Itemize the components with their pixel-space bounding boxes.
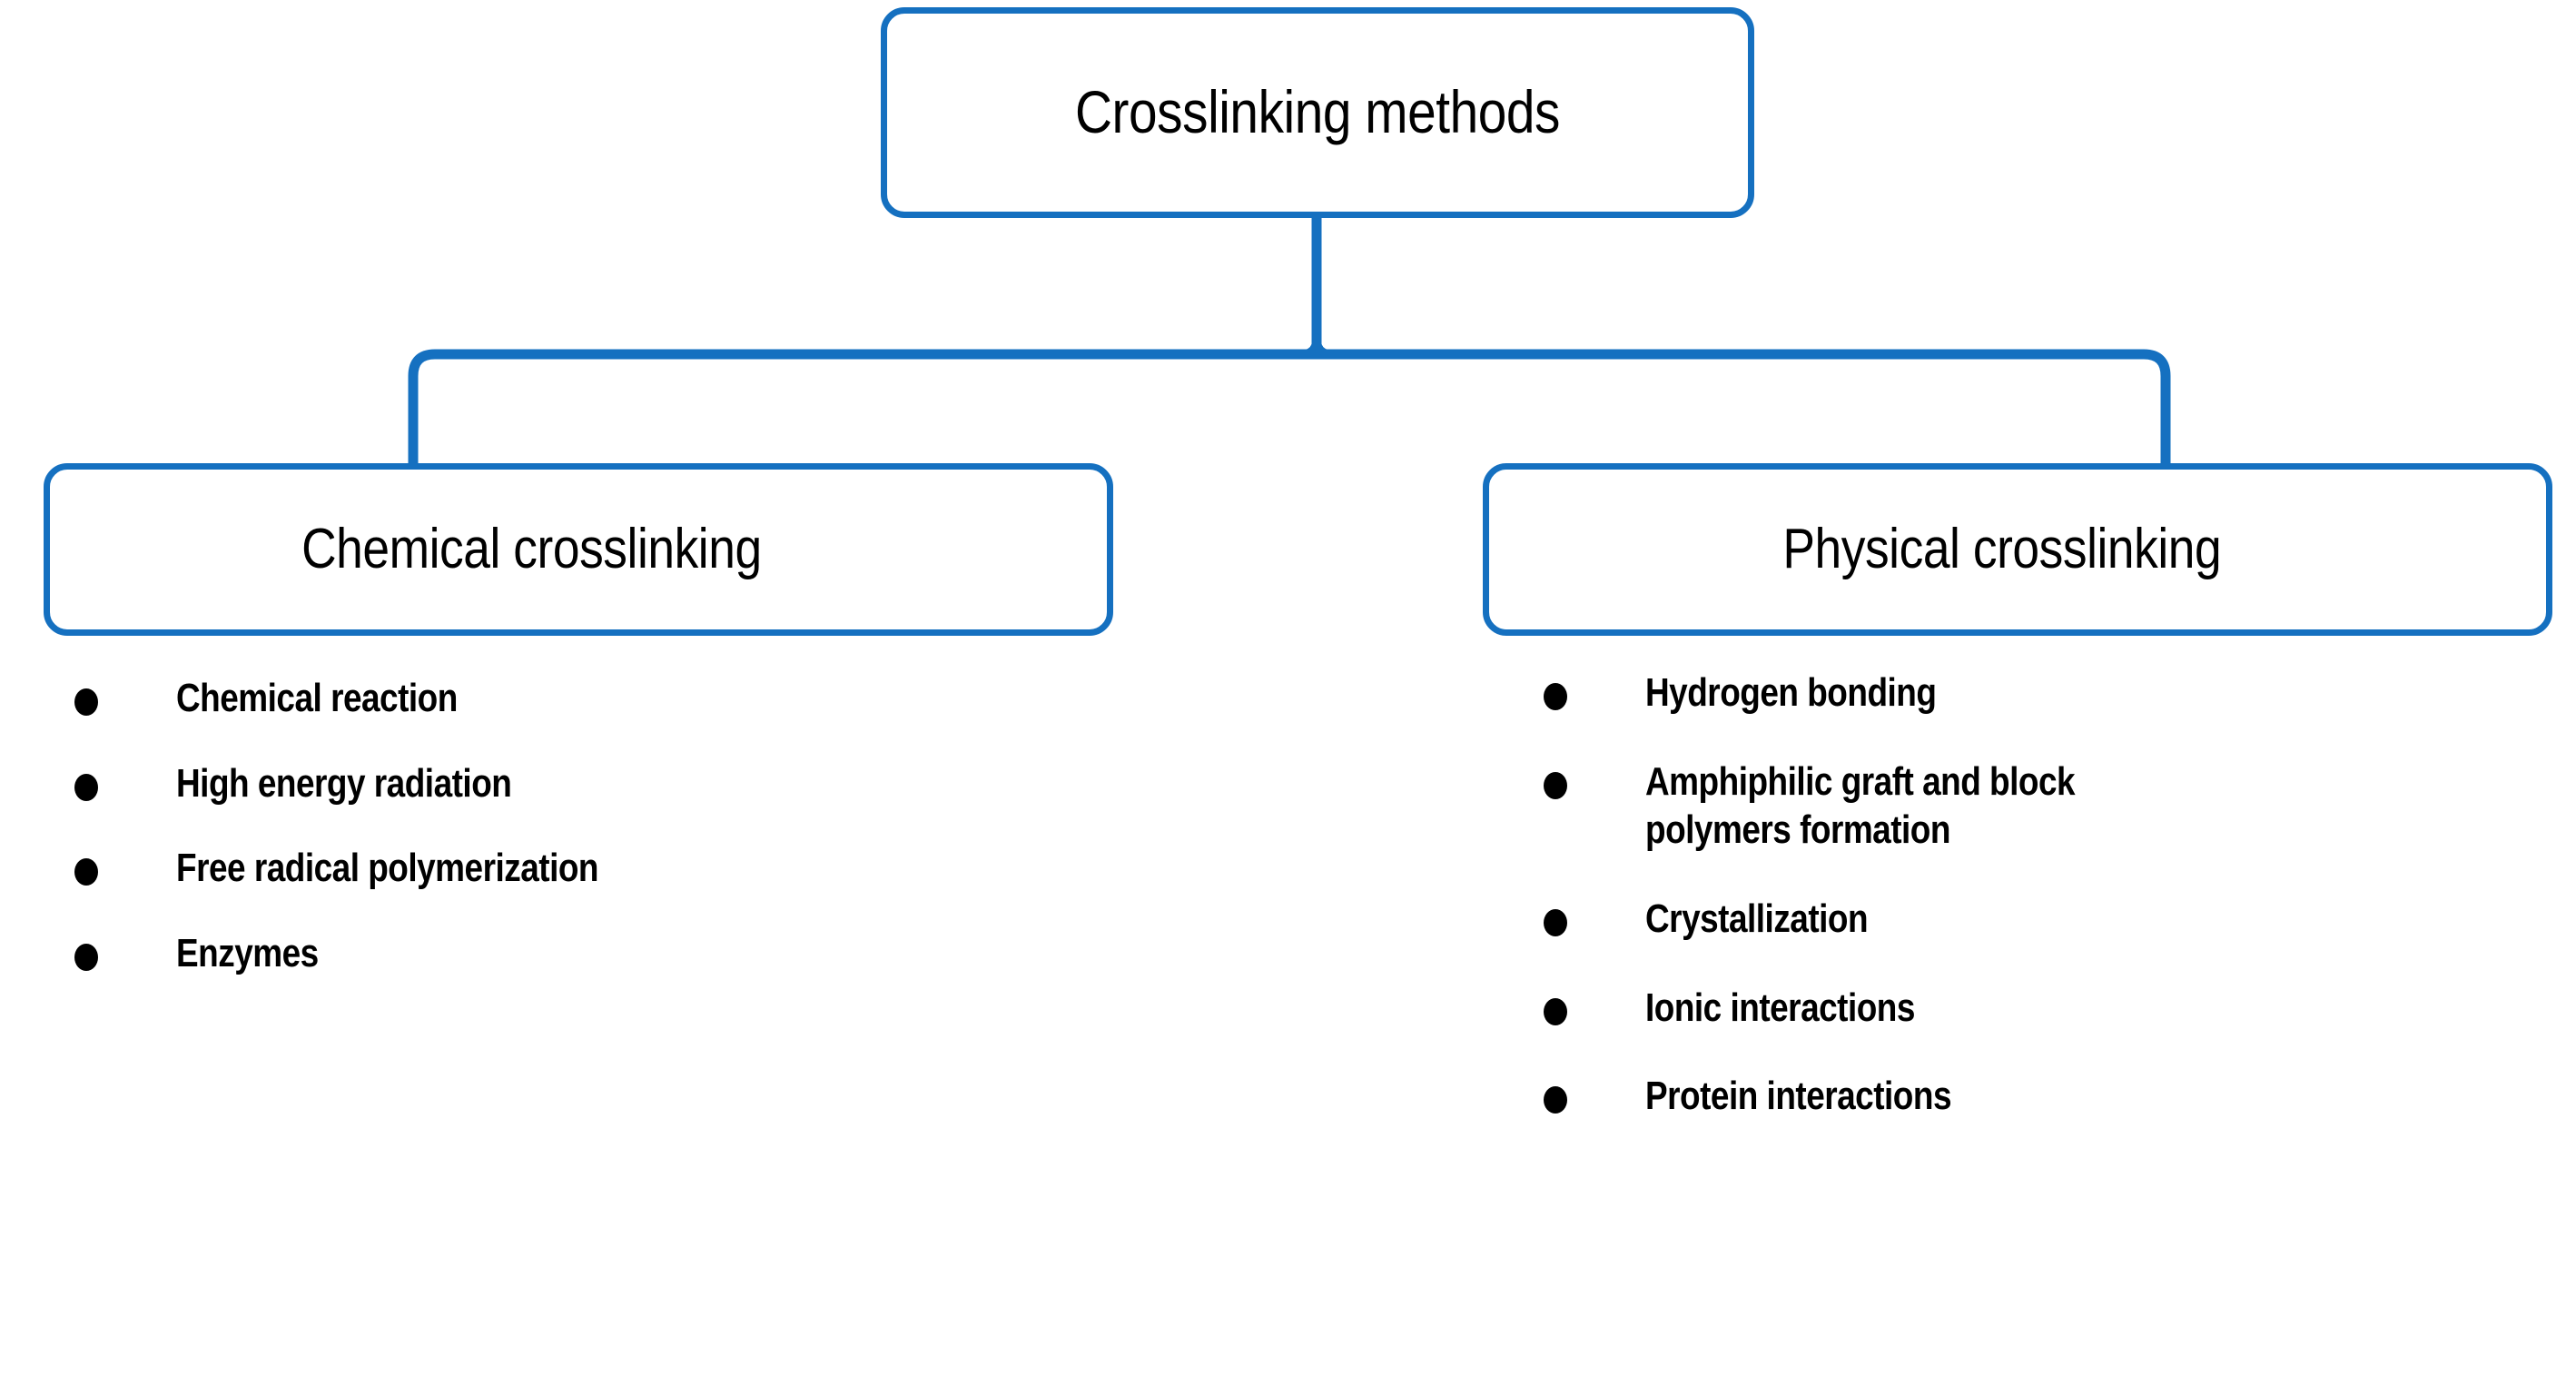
list-item: Free radical polymerization [74,844,1119,893]
list-item-label: Crystallization [1645,896,1869,942]
bullet-dot-icon [1544,997,1567,1025]
list-item: Protein interactions [1544,1072,2561,1121]
connector-flare-left [1296,333,1321,359]
node-label-chemical: Chemical crosslinking [301,518,762,581]
list-item: Ionic interactions [1544,984,2561,1033]
node-physical-crosslinking[interactable]: Physical crosslinking [1483,463,2552,636]
list-item-label: High energy radiation [176,760,512,806]
bullet-dot-icon [1544,1086,1567,1114]
list-item: Crystallization [1544,895,2561,944]
bullet-dot-icon [1544,771,1567,799]
bullet-dot-icon [74,858,98,886]
node-crosslinking-methods[interactable]: Crosslinking methods [881,7,1754,218]
bullet-dot-icon [1544,909,1567,937]
bullet-list-chemical: Chemical reaction High energy radiation … [74,674,1119,1015]
list-item-label: Free radical polymerization [176,846,598,891]
list-item: Hydrogen bonding [1544,668,2561,718]
list-item: Chemical reaction [74,674,1119,723]
node-chemical-crosslinking[interactable]: Chemical crosslinking [44,463,1113,636]
list-item: Enzymes [74,929,1119,978]
bullet-dot-icon [74,688,98,716]
list-item: High energy radiation [74,759,1119,808]
list-item-label: Protein interactions [1645,1074,1952,1119]
node-label-root: Crosslinking methods [1074,78,1561,146]
bullet-dot-icon [74,773,98,801]
bullet-dot-icon [1544,683,1567,710]
bullet-list-physical: Hydrogen bonding Amphiphilic graft and b… [1544,668,2561,1161]
list-item-label: Ionic interactions [1645,985,1915,1030]
connector-flare-right [1312,333,1337,359]
bullet-dot-icon [74,944,98,972]
list-item-label: Hydrogen bonding [1645,670,1937,715]
list-item-label: Enzymes [176,931,319,976]
connector-bus [408,349,2171,463]
list-item: Amphiphilic graft and block polymers for… [1544,757,2561,855]
list-item-label: Chemical reaction [176,676,458,720]
list-item-label: Amphiphilic graft and block polymers for… [1645,758,2076,853]
node-label-physical: Physical crosslinking [1782,518,2222,581]
